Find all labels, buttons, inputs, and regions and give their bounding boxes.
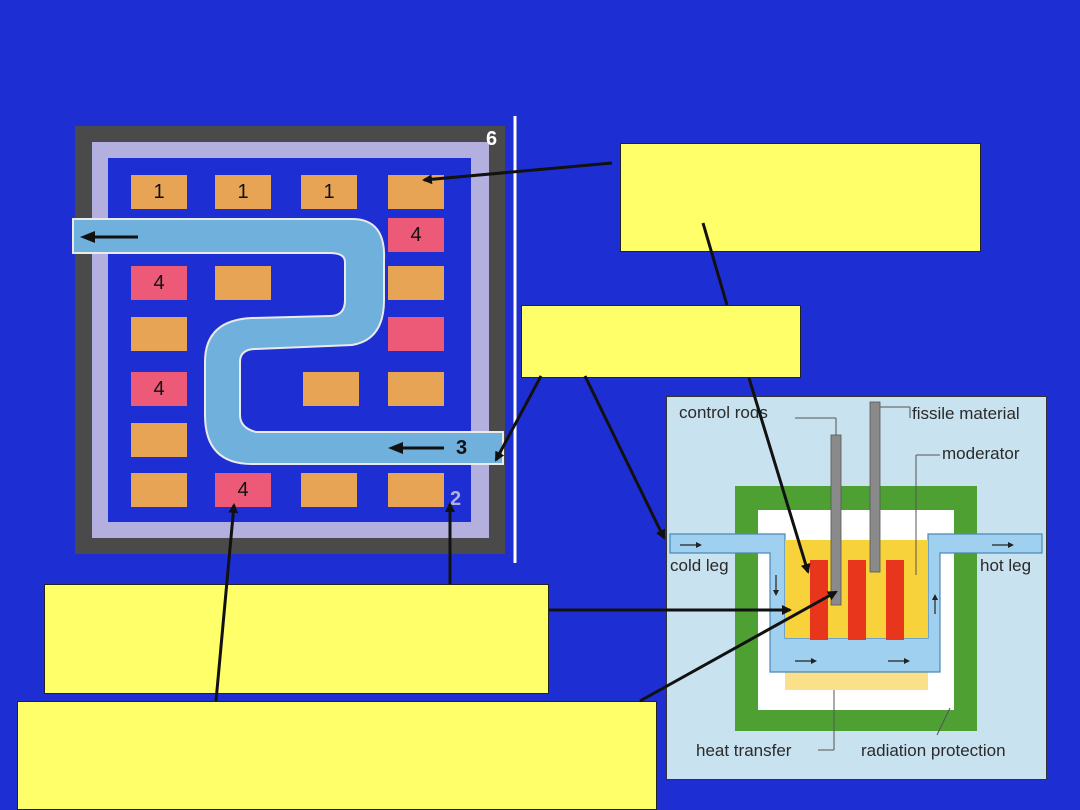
fuel-cell	[303, 372, 359, 406]
hot-leg-arrow	[992, 542, 1014, 548]
fuel-cell: 1	[131, 175, 187, 209]
fuel-cell	[131, 473, 187, 507]
label-moderator: moderator	[942, 444, 1020, 463]
fuel-rod	[848, 560, 866, 640]
fuel-cell: 1	[215, 175, 271, 209]
callout-box-3	[44, 584, 549, 694]
label-3: 3	[456, 437, 468, 459]
cell-label: 1	[153, 180, 165, 203]
cell-label: 4	[237, 478, 249, 501]
label-hot-leg: hot leg	[980, 556, 1032, 575]
fuel-cell	[388, 372, 444, 406]
cell-label: 4	[410, 223, 422, 246]
fuel-rod	[810, 560, 828, 640]
fuel-cell	[388, 473, 444, 507]
control-cell: 4	[131, 372, 187, 406]
cold-leg-arrow	[680, 542, 702, 548]
bottom-flow-arrow-2	[888, 658, 910, 664]
control-cell: 4	[215, 473, 271, 507]
label-heat-transfer: heat transfer	[696, 741, 792, 760]
control-rod	[869, 401, 881, 573]
label-6: 6	[486, 128, 498, 150]
control-rod	[830, 434, 842, 606]
label-2: 2	[450, 488, 462, 510]
label-fissile-material: fissile material	[912, 404, 1020, 423]
cell-label: 4	[153, 271, 165, 294]
outlet-arrow	[80, 231, 138, 243]
inlet-arrow	[388, 442, 444, 454]
control-cell: 4	[131, 266, 187, 300]
cell-label: 1	[323, 180, 335, 203]
fuel-rod	[886, 560, 904, 640]
fuel-cell	[131, 317, 187, 351]
fuel-cell	[215, 266, 271, 300]
label-cold-leg: cold leg	[670, 556, 729, 575]
callout-box-4	[17, 701, 657, 810]
callout-box-1	[620, 143, 981, 252]
fuel-cell	[388, 266, 444, 300]
control-cell	[388, 317, 444, 351]
cell-label: 4	[153, 377, 165, 400]
label-control-rods: control rods	[679, 403, 768, 422]
callout-box-2	[521, 305, 801, 378]
cell-label: 1	[237, 180, 249, 203]
fuel-cell: 1	[301, 175, 357, 209]
fuel-cell	[131, 423, 187, 457]
label-radiation-protection: radiation protection	[861, 741, 1006, 760]
upflow-arrow	[932, 594, 938, 614]
control-cell: 4	[388, 218, 444, 252]
fuel-cell	[301, 473, 357, 507]
coolant-channel-path	[72, 218, 504, 465]
